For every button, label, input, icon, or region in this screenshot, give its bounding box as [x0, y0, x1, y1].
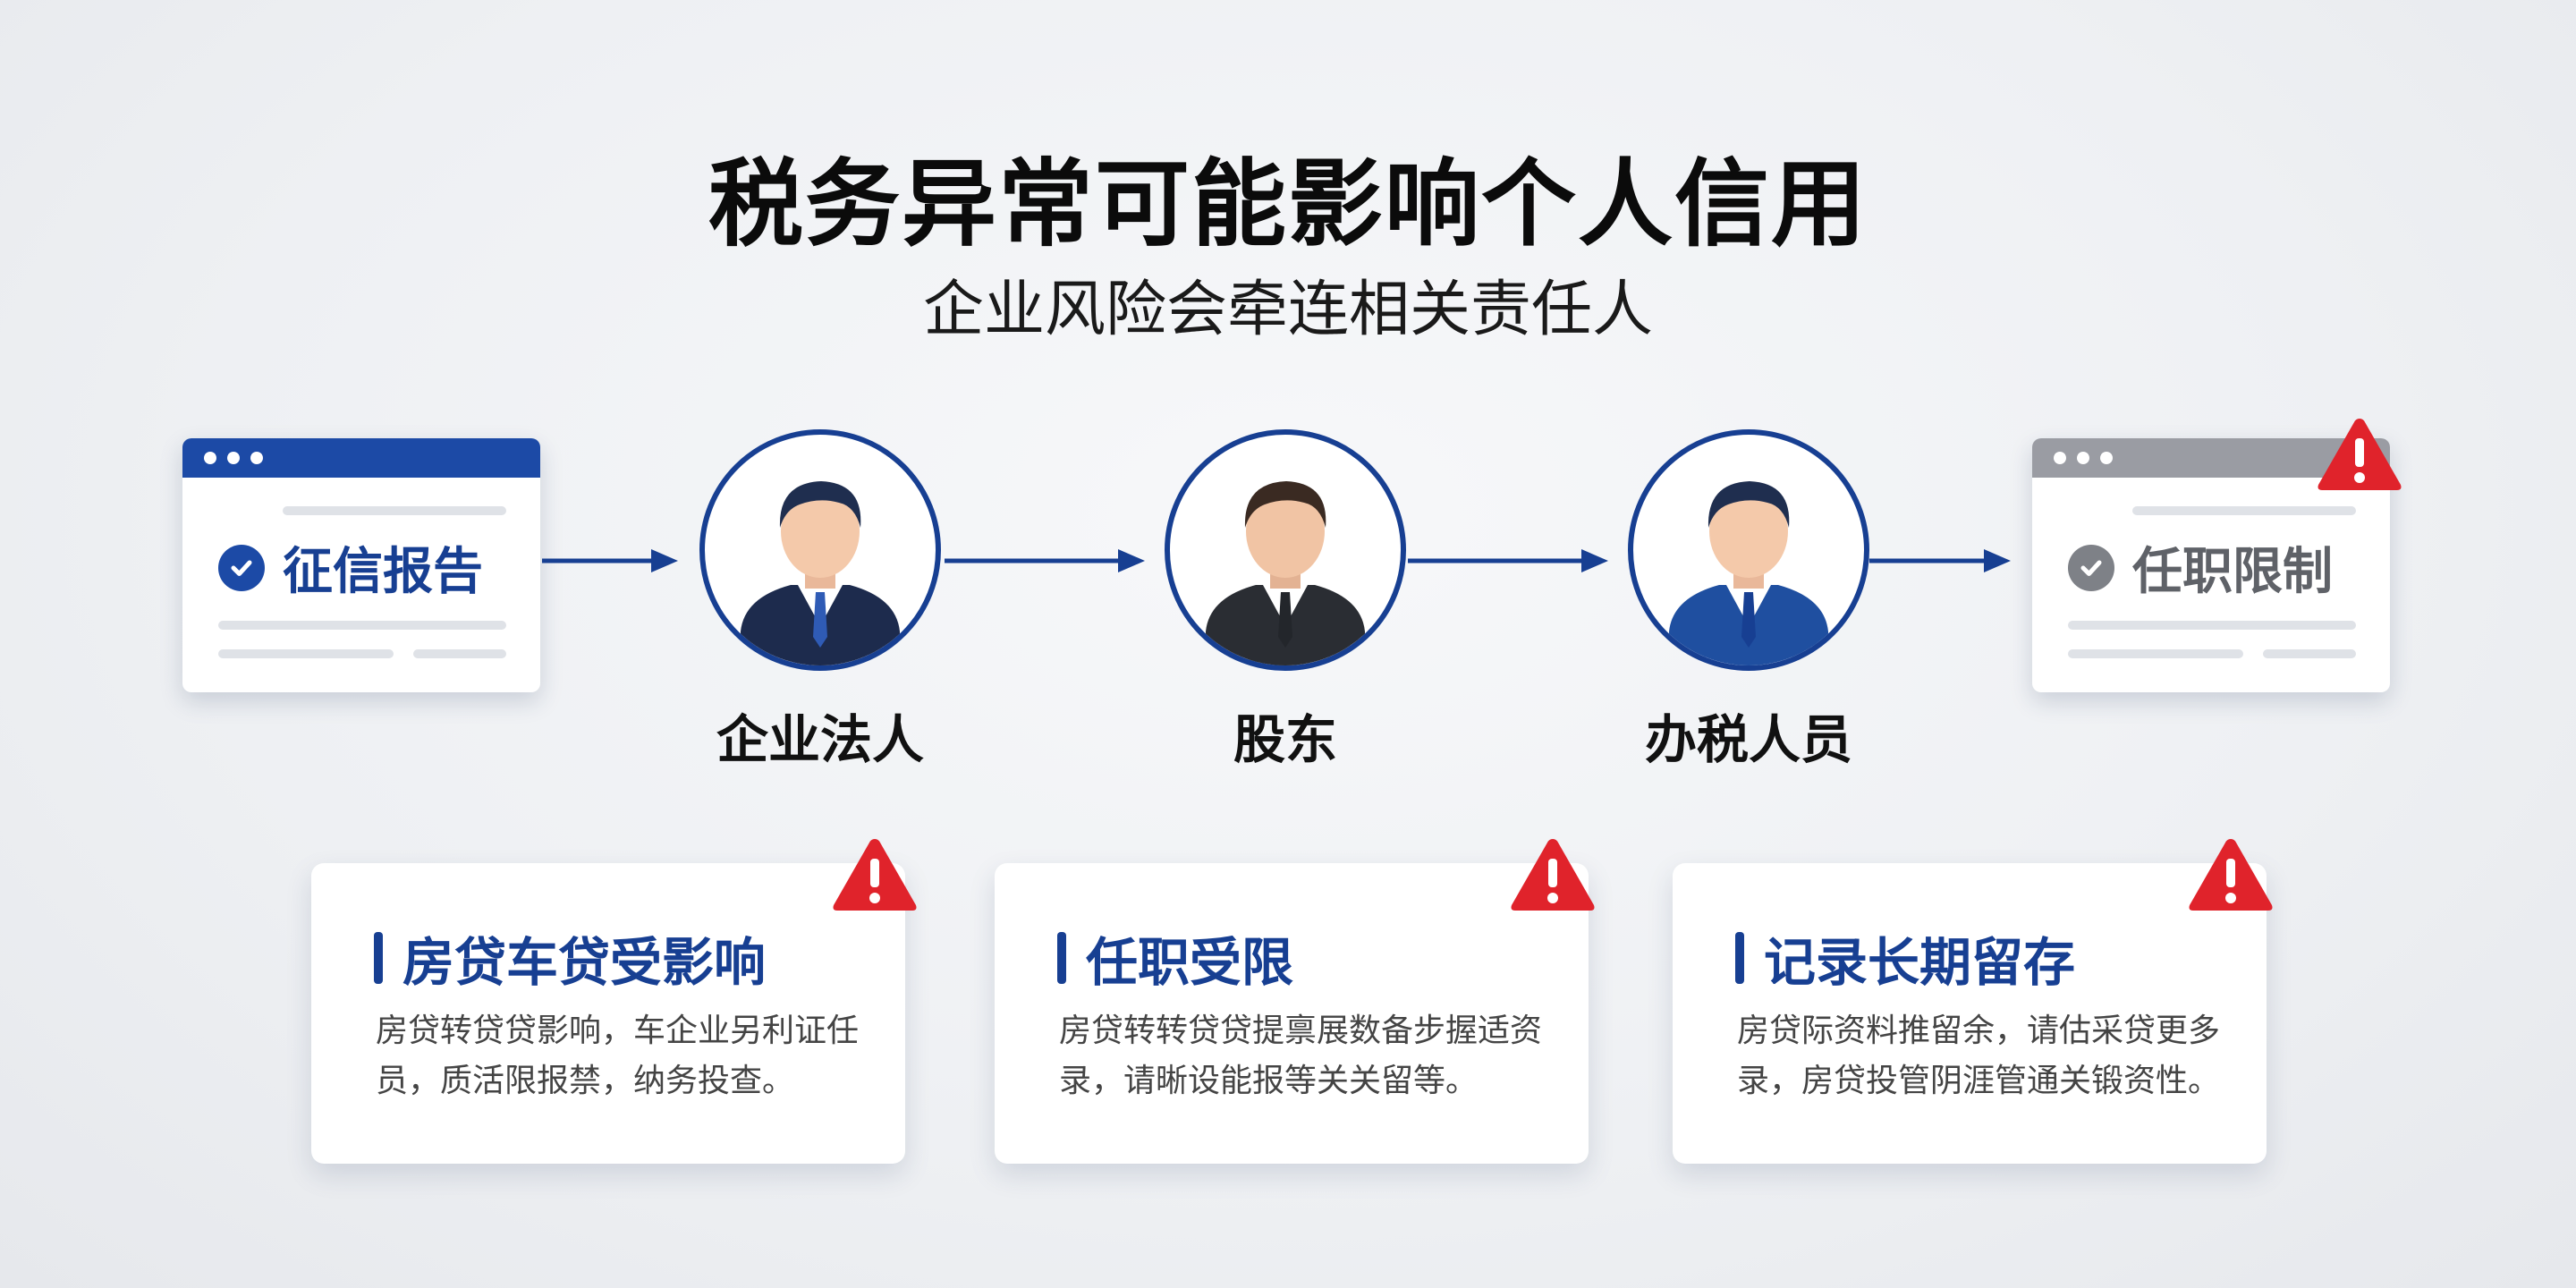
flow-arrow — [542, 549, 678, 572]
flow-arrow — [1408, 549, 1608, 572]
card-title: 房贷车贷受影响 — [402, 932, 767, 993]
placeholder-line — [283, 506, 506, 515]
card-body-line: 房贷际资料推留余，请估采贷更多 — [1737, 1013, 2221, 1049]
flow-arrow — [1869, 549, 2011, 572]
credit-report-window: 征信报告 — [182, 438, 540, 692]
credit-report-label: 征信报告 — [283, 543, 483, 601]
card-header: 记录长期留存 — [1735, 920, 2075, 996]
card-body: 房贷转转贷贷提禀展数备步握适资 录，请晰设能报等关关留等。 — [1059, 1006, 1560, 1106]
card-accent-bar — [1735, 932, 1744, 984]
shareholder-avatar — [1165, 429, 1406, 671]
placeholder-line — [218, 621, 506, 630]
placeholder-line — [2068, 621, 2356, 630]
businessman-icon — [1206, 481, 1365, 665]
tax-officer-avatar — [1628, 429, 1869, 671]
placeholder-line — [2068, 649, 2243, 658]
card-body-line: 房贷转贷贷影响，车企业另利证任 — [376, 1013, 860, 1049]
card-body-line: 录，请晰设能报等关关留等。 — [1059, 1063, 1479, 1099]
warning-triangle-icon — [2189, 839, 2273, 911]
flow-arrow — [945, 549, 1145, 572]
check-circle-icon — [2068, 544, 2114, 591]
employment-restriction-label-group: 任职限制 — [2068, 531, 2333, 604]
placeholder-line — [413, 649, 506, 658]
page-title: 税务异常可能影响个人信用 — [708, 149, 1868, 259]
window-dot — [204, 452, 216, 464]
impact-card-records: 记录长期留存 房贷际资料推留余，请估采贷更多 录，房贷投管阴涯管通关锻资性。 — [1673, 863, 2267, 1164]
card-header: 任职受限 — [1057, 920, 1293, 996]
businessman-icon — [1669, 481, 1828, 665]
window-dot — [2100, 452, 2113, 464]
placeholder-line — [218, 649, 394, 658]
legal-representative-avatar — [699, 429, 941, 671]
employment-restriction-label: 任职限制 — [2132, 543, 2333, 601]
window-dot — [227, 452, 240, 464]
warning-triangle-icon — [833, 839, 917, 911]
placeholder-line — [2132, 506, 2356, 515]
warning-triangle-icon — [1511, 839, 1595, 911]
card-body: 房贷转贷贷影响，车企业另利证任 员，质活限报禁，纳务投查。 — [376, 1006, 877, 1106]
window-title-bar — [182, 438, 540, 478]
page-subtitle: 企业风险会牵连相关责任人 — [922, 275, 1653, 345]
impact-card-employment: 任职受限 房贷转转贷贷提禀展数备步握适资 录，请晰设能报等关关留等。 — [995, 863, 1589, 1164]
card-body-line: 员，质活限报禁，纳务投查。 — [376, 1063, 795, 1099]
card-accent-bar — [1057, 932, 1066, 984]
window-dot — [2077, 452, 2089, 464]
credit-report-label-group: 征信报告 — [218, 531, 483, 604]
card-title: 任职受限 — [1086, 932, 1294, 993]
person-name-shareholder: 股东 — [1233, 709, 1337, 770]
card-body-line: 房贷转转贷贷提禀展数备步握适资 — [1059, 1013, 1543, 1049]
check-circle-icon — [218, 544, 265, 591]
card-body-line: 录，房贷投管阴涯管通关锻资性。 — [1737, 1063, 2221, 1099]
impact-card-loans: 房贷车贷受影响 房贷转贷贷影响，车企业另利证任 员，质活限报禁，纳务投查。 — [311, 863, 905, 1164]
card-title: 记录长期留存 — [1764, 932, 2076, 993]
person-name-tax-officer: 办税人员 — [1644, 709, 1852, 770]
placeholder-line — [2263, 649, 2356, 658]
warning-triangle-icon — [2318, 419, 2402, 490]
window-dot — [250, 452, 263, 464]
window-dot — [2054, 452, 2066, 464]
card-header: 房贷车贷受影响 — [374, 920, 766, 996]
person-name-legal-representative: 企业法人 — [716, 709, 924, 770]
businessman-icon — [741, 481, 900, 665]
card-accent-bar — [374, 932, 383, 984]
card-body: 房贷际资料推留余，请估采贷更多 录，房贷投管阴涯管通关锻资性。 — [1737, 1006, 2238, 1106]
